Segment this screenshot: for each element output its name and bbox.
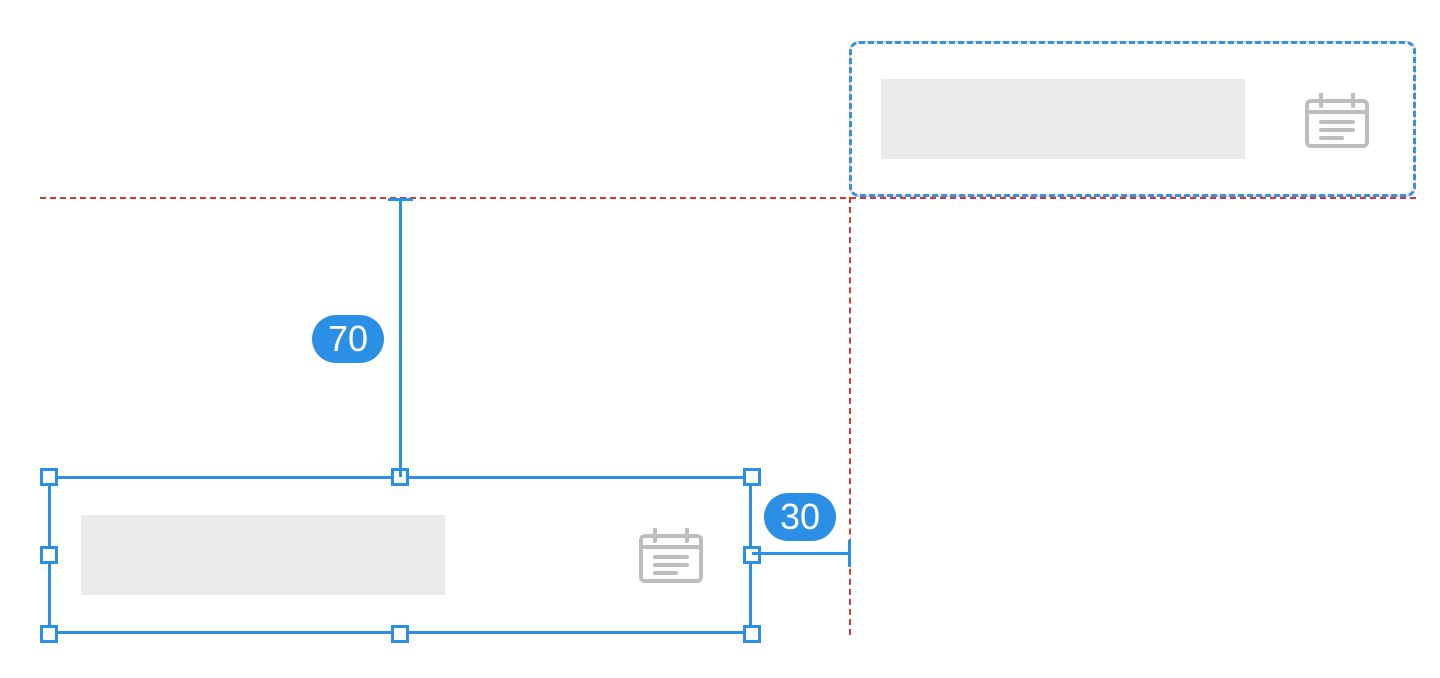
horizontal-measure-cap xyxy=(848,540,851,567)
resize-handle-bottom-right[interactable] xyxy=(743,625,761,643)
resize-handle-bottom-center[interactable] xyxy=(391,625,409,643)
resize-handle-top-left[interactable] xyxy=(40,468,58,486)
vertical-distance-badge: 70 xyxy=(312,315,384,363)
calendar-icon xyxy=(639,528,703,583)
horizontal-alignment-guide xyxy=(40,197,1416,199)
text-placeholder xyxy=(81,515,445,595)
resize-handle-middle-left[interactable] xyxy=(40,546,58,564)
resize-handle-bottom-left[interactable] xyxy=(40,625,58,643)
selected-card[interactable] xyxy=(48,476,752,634)
text-placeholder xyxy=(881,79,1245,159)
vertical-measure-line xyxy=(399,199,402,477)
reference-card[interactable] xyxy=(849,41,1416,197)
calendar-icon xyxy=(1305,93,1369,148)
horizontal-distance-badge: 30 xyxy=(764,493,836,541)
horizontal-measure-line xyxy=(752,552,850,555)
resize-handle-middle-right[interactable] xyxy=(743,546,761,564)
resize-handle-top-right[interactable] xyxy=(743,468,761,486)
vertical-alignment-guide xyxy=(849,197,851,635)
